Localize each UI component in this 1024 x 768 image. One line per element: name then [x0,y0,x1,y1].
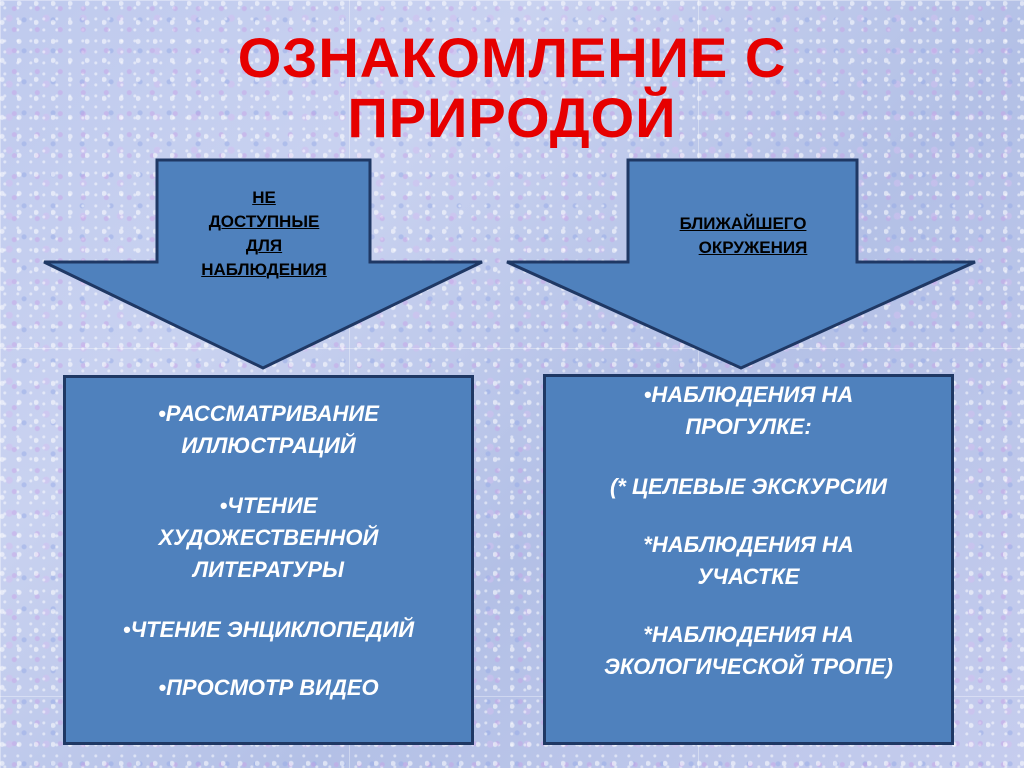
right-box-item: •НАБЛЮДЕНИЯ НА ПРОГУЛКЕ: [643,382,854,439]
right-arrow-label-line: БЛИЖАЙШЕГО [679,214,807,233]
right-box-item: *НАБЛЮДЕНИЯ НА ЭКОЛОГИЧЕСКОЙ ТРОПЕ) [604,622,893,679]
left-arrow-label-line: НАБЛЮДЕНИЯ [201,260,327,279]
right-content-box: •НАБЛЮДЕНИЯ НА ПРОГУЛКЕ: (* ЦЕЛЕВЫЕ ЭКСК… [543,374,954,745]
left-arrow-label: НЕ ДОСТУПНЫЕ ДЛЯ НАБЛЮДЕНИЯ [160,186,368,282]
left-box-item: •ЧТЕНИЕ ЭНЦИКЛОПЕДИЙ [122,617,415,642]
right-box-item: (* ЦЕЛЕВЫЕ ЭКСКУРСИИ [609,474,887,499]
left-arrow-label-line: ДЛЯ [245,236,283,255]
left-down-arrow [43,158,483,370]
right-box-item: *НАБЛЮДЕНИЯ НА УЧАСТКЕ [643,532,854,589]
left-box-item: •РАССМАТРИВАНИЕ ИЛЛЮСТРАЦИЙ [158,401,379,458]
left-content-box: •РАССМАТРИВАНИЕ ИЛЛЮСТРАЦИЙ •ЧТЕНИЕ ХУДО… [63,375,474,745]
left-arrow-label-line: ДОСТУПНЫЕ [208,212,320,231]
slide-title-line-2: ПРИРОДОЙ [347,86,677,149]
right-arrow-label-line: ОКРУЖЕНИЯ [698,238,808,257]
left-box-item: •ЧТЕНИЕ ХУДОЖЕСТВЕННОЙ ЛИТЕРАТУРЫ [158,493,379,582]
left-arrow-label-line: НЕ [252,188,276,207]
slide-title: ОЗНАКОМЛЕНИЕ С ПРИРОДОЙ [0,28,1024,148]
right-arrow-label: БЛИЖАЙШЕГО ОКРУЖЕНИЯ [632,212,854,260]
right-down-arrow [506,158,976,370]
left-box-item: •ПРОСМОТР ВИДЕО [158,675,379,700]
slide-title-line-1: ОЗНАКОМЛЕНИЕ С [237,26,787,89]
